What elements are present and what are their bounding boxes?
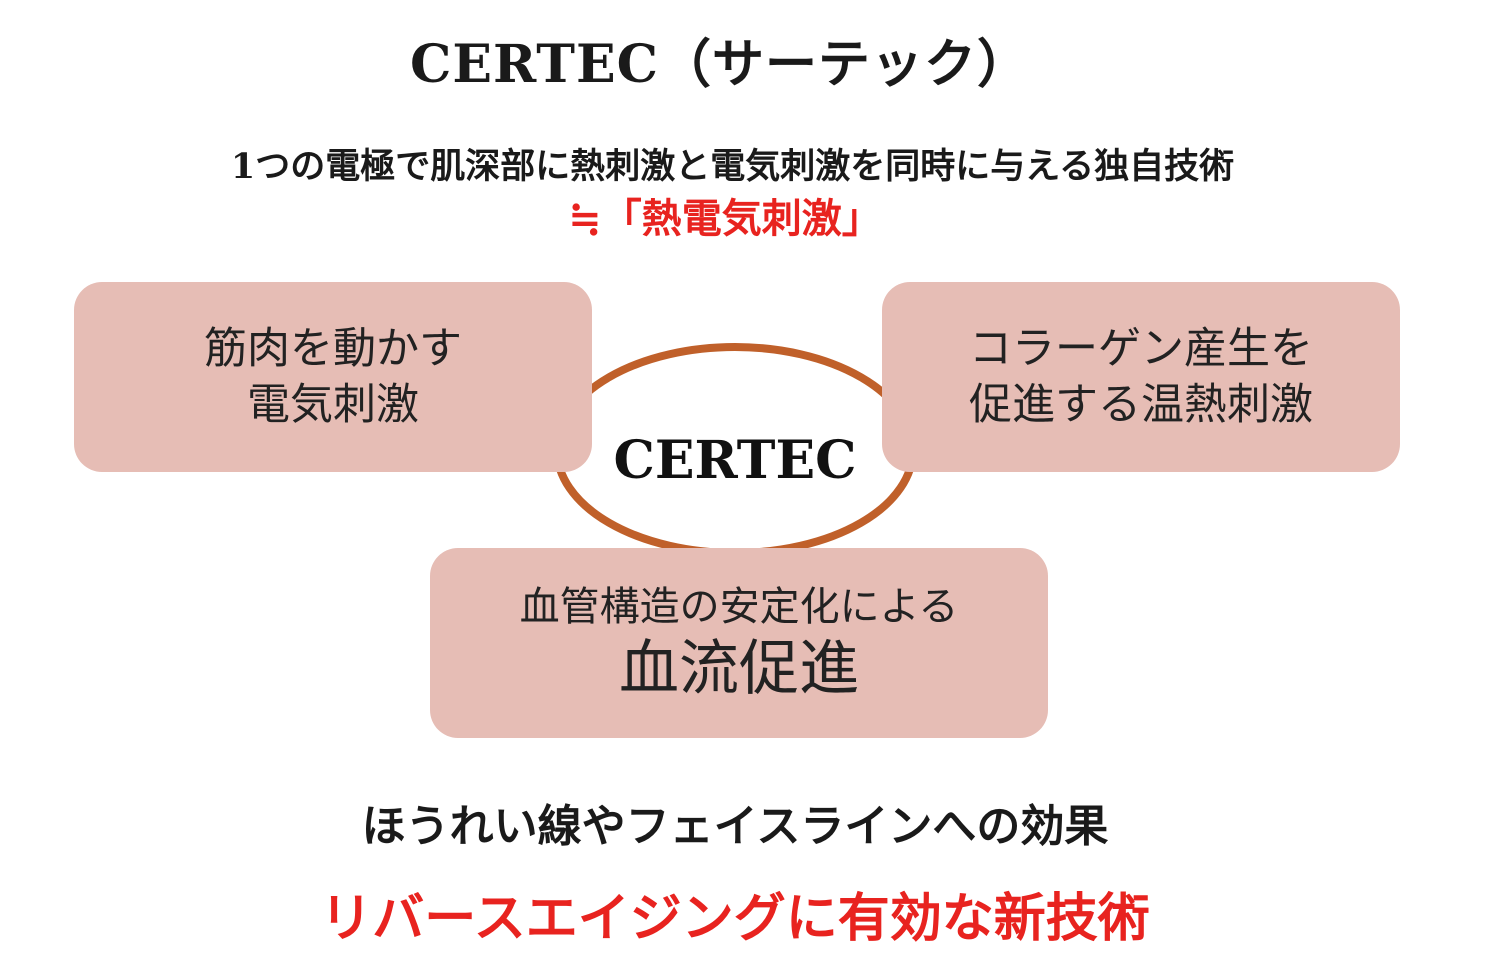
box-left-line1: 筋肉を動かす <box>204 324 462 374</box>
conclusion-text: リバースエイジングに有効な新技術 <box>320 888 1150 949</box>
center-label: CERTEC <box>613 430 857 491</box>
box-bottom-line2: 血流促進 <box>619 634 859 704</box>
thermo-electric-stimulation-label: ≒「熱電気刺激」 <box>568 195 882 242</box>
box-left-line2: 電気刺激 <box>247 380 419 430</box>
box-bottom-line1: 血管構造の安定化による <box>519 584 959 630</box>
box-right-line1: コラーゲン産生を <box>969 324 1313 374</box>
box-right-line2: 促進する温熱刺激 <box>969 380 1313 430</box>
blood-flow-box: 血管構造の安定化による 血流促進 <box>430 548 1048 738</box>
technology-description: 1つの電極で肌深部に熱刺激と電気刺激を同時に与える独自技術 <box>230 146 1235 187</box>
muscle-stimulation-box: 筋肉を動かす 電気刺激 <box>74 282 592 472</box>
effect-text: ほうれい線やフェイスラインへの効果 <box>361 801 1109 852</box>
slide-title: CERTEC（サーテック） <box>409 34 1031 95</box>
collagen-heat-box: コラーゲン産生を 促進する温熱刺激 <box>882 282 1400 472</box>
